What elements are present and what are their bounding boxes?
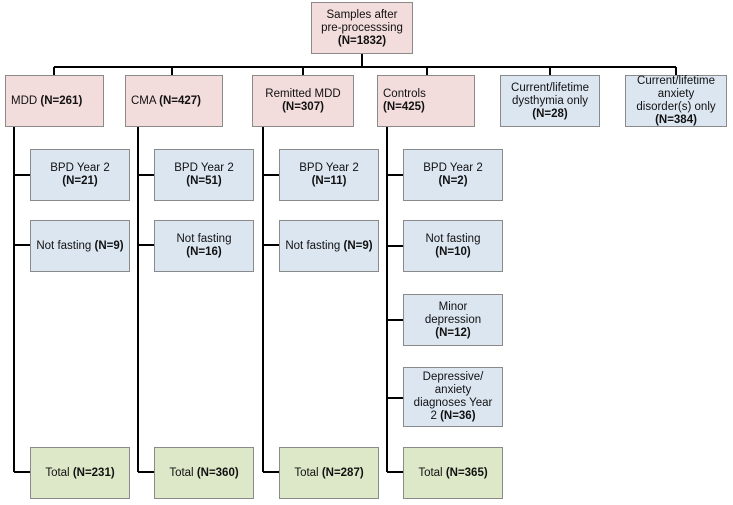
controls-exclusion-fasting-box: Not fasting (N=10) — [403, 220, 503, 272]
total-mdd-box: Total (N=231) — [30, 447, 130, 499]
group-controls-label: Controls — [383, 88, 426, 100]
top-box-count: (N=1832) — [337, 34, 387, 47]
total-count: (N=231) — [72, 466, 115, 479]
exclusion-count: (N=16) — [186, 246, 222, 258]
exclusion-label: BPD Year 2 — [299, 162, 359, 174]
mdd-exclusion-bpd-box: BPD Year 2(N=21) — [30, 149, 130, 201]
exclusion-count: (N=9) — [343, 239, 373, 252]
cma-exclusion-bpd-box: BPD Year 2(N=51) — [154, 149, 254, 201]
group-remitted-box: Remitted MDD(N=307) — [252, 75, 354, 127]
remitted-exclusion-bpd-box: BPD Year 2(N=11) — [279, 149, 379, 201]
controls-exclusion-bpd-box: BPD Year 2 (N=2) — [403, 149, 503, 201]
total-label: Total — [169, 466, 194, 479]
group-dysthymia-count: (N=28) — [532, 107, 568, 120]
total-label: Total — [45, 466, 70, 479]
total-count: (N=365) — [445, 466, 488, 479]
cma-exclusion-fasting-box: Not fasting (N=16) — [154, 220, 254, 272]
group-mdd-label: MDD — [11, 94, 38, 107]
total-controls-box: Total (N=365) — [403, 447, 503, 499]
exclusion-count: (N=21) — [62, 175, 98, 187]
top-box-label: Samples after pre-processsing — [321, 8, 403, 34]
group-anxiety-count: (N=384) — [655, 114, 697, 126]
exclusion-label: Not fasting — [425, 233, 481, 245]
exclusion-count: (N=11) — [311, 175, 347, 187]
exclusion-count: (N=9) — [94, 239, 124, 252]
controls-exclusion-minor-box: Minor depression(N=12) — [403, 294, 503, 346]
exclusion-label: BPD Year 2 — [174, 162, 234, 174]
group-controls-count: (N=425) — [383, 101, 425, 113]
group-remitted-label: Remitted MDD — [265, 88, 341, 100]
exclusion-label: Not fasting — [36, 239, 92, 252]
total-label: Total — [294, 466, 319, 479]
total-count: (N=287) — [321, 466, 364, 479]
total-label: Total — [418, 466, 443, 479]
group-dysthymia-label: Current/lifetime dysthymia only — [511, 81, 589, 107]
group-cma-label: CMA — [131, 94, 156, 107]
exclusion-count: (N=51) — [186, 175, 222, 187]
group-dysthymia-box: Current/lifetime dysthymia only(N=28) — [500, 75, 600, 127]
exclusion-label: Not fasting — [285, 239, 341, 252]
group-anxiety-box: Current/lifetime anxiety disorder(s) onl… — [625, 75, 727, 127]
exclusion-label: Depressive/ anxiety diagnoses Year 2 — [413, 371, 493, 422]
group-mdd-count: (N=261) — [40, 94, 83, 107]
exclusion-label: Not fasting — [176, 233, 232, 245]
group-cma-count: (N=427) — [159, 94, 201, 107]
top-box: Samples after pre-processsing (N=1832) — [311, 2, 413, 54]
exclusion-count: (N=2) — [438, 175, 468, 187]
group-remitted-count: (N=307) — [282, 101, 324, 113]
exclusion-count: (N=10) — [435, 246, 471, 258]
exclusion-count: (N=36) — [440, 410, 476, 422]
exclusion-count: (N=12) — [435, 326, 471, 339]
group-cma-box: CMA (N=427) — [125, 75, 223, 127]
group-mdd-box: MDD (N=261) — [5, 75, 104, 127]
total-count: (N=360) — [196, 466, 239, 479]
remitted-exclusion-fasting-box: Not fasting (N=9) — [279, 220, 379, 272]
group-anxiety-label: Current/lifetime anxiety disorder(s) onl… — [636, 75, 716, 113]
mdd-exclusion-fasting-box: Not fasting (N=9) — [30, 220, 130, 272]
exclusion-label: Minor depression — [424, 300, 482, 326]
group-controls-box: Controls (N=425) — [377, 75, 475, 127]
exclusion-label: BPD Year 2 — [50, 162, 110, 174]
total-cma-box: Total (N=360) — [154, 447, 254, 499]
exclusion-label: BPD Year 2 — [423, 162, 483, 174]
total-remitted-box: Total (N=287) — [279, 447, 379, 499]
controls-exclusion-diagnoses-box: Depressive/ anxiety diagnoses Year 2 (N=… — [403, 367, 503, 427]
